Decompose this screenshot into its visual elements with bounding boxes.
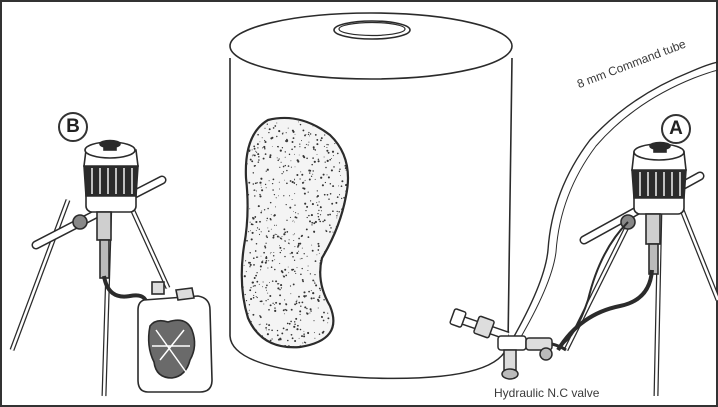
injector-b-tripod: [9, 139, 171, 397]
speckle-dots: [242, 118, 348, 349]
command-tube: [511, 61, 718, 341]
injector-a-tripod: [556, 141, 718, 397]
chemical-canister: [137, 281, 213, 393]
command-tube-inner: [517, 69, 718, 343]
valve-label: Hydraulic N.C valve: [494, 386, 600, 400]
tank-cutaway-water: [240, 116, 350, 349]
injector-b-label: B: [58, 112, 88, 142]
hydraulic-valve: [449, 308, 567, 380]
injector-a-label: A: [661, 114, 691, 144]
